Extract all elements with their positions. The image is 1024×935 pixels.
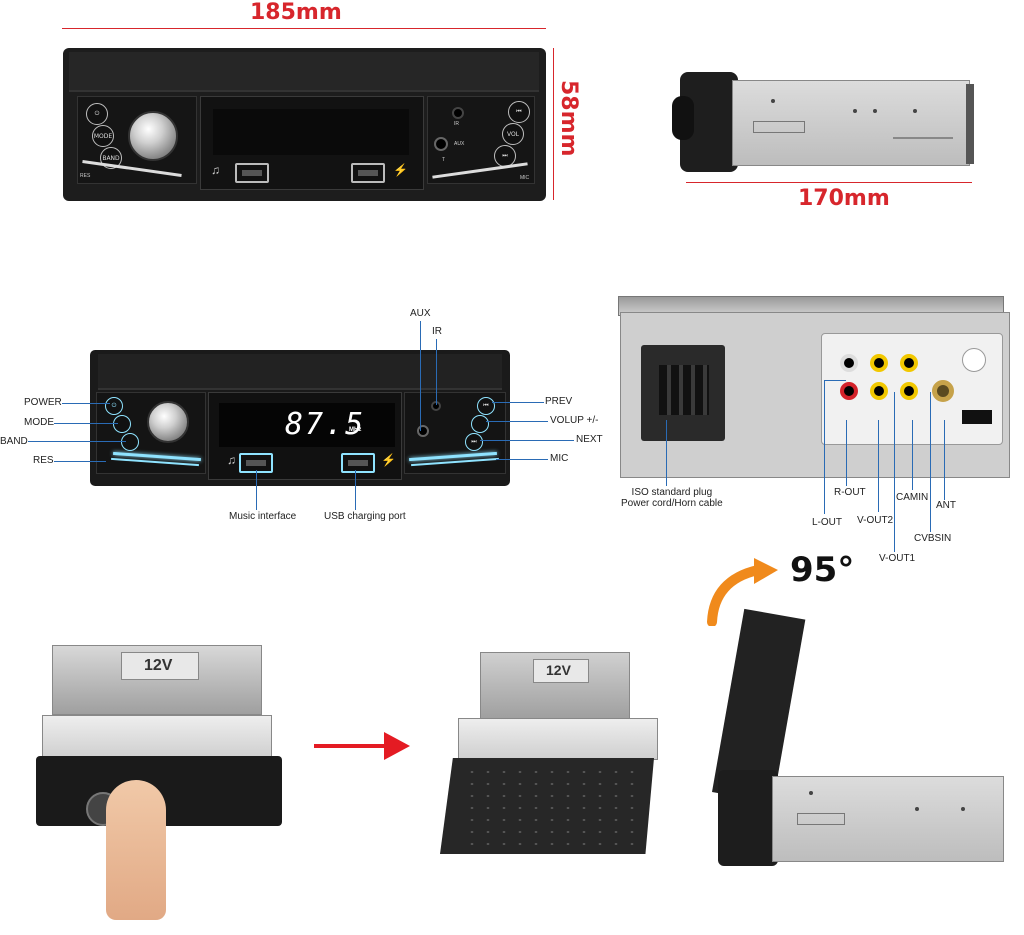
height-dimension: 58mm: [556, 80, 581, 157]
flip-screen-strip: [69, 52, 539, 92]
side-knob: [672, 96, 694, 140]
height-dimension-line: [553, 48, 554, 200]
depth-dimension: 170mm: [798, 186, 890, 211]
right-arrow-icon: [314, 732, 410, 760]
side-chassis-flipped: [772, 776, 1004, 862]
t-label: T: [442, 157, 446, 163]
callout-prev: PREV: [545, 396, 573, 407]
mode-button[interactable]: MODE: [92, 125, 114, 147]
iso-connector: [641, 345, 725, 441]
band-button-lit[interactable]: [121, 433, 139, 451]
callout-music-interface: Music interface: [229, 511, 297, 522]
usb-port-music[interactable]: [235, 163, 269, 183]
rear-panel: [620, 312, 1010, 478]
callout-power: POWER: [24, 397, 62, 408]
callout-ir: IR: [432, 326, 442, 337]
center-panel: ♫ ⚡: [200, 96, 424, 190]
power-icon-lit[interactable]: ⏻: [105, 397, 123, 415]
r-out-jack[interactable]: [840, 382, 858, 400]
music-note-icon: ♫: [227, 453, 236, 467]
callout-camin: CAMIN: [896, 492, 929, 503]
callout-mic: MIC: [550, 453, 569, 464]
callout-res: RES: [33, 455, 54, 466]
chassis-front-opening: [458, 718, 658, 760]
callout-iso: ISO standard plug Power cord/Horn cable: [621, 487, 723, 509]
callout-cvbsin: CVBSIN: [914, 533, 952, 544]
callout-r-out: R-OUT: [834, 487, 866, 498]
v-out2-jack[interactable]: [870, 354, 888, 372]
callout-band: BAND: [0, 436, 28, 447]
right-control-panel: IR AUX T ⏮ VOL ⏭ MIC: [427, 96, 535, 184]
depth-dimension-line: [686, 182, 972, 183]
usb-port-charging[interactable]: [351, 163, 385, 183]
width-dimension-line: [62, 28, 546, 29]
lcd-display: 87.5 MHz: [219, 403, 395, 447]
mode-button-lit[interactable]: [113, 415, 131, 433]
left-control-panel-lit: ⏻: [96, 392, 206, 474]
callout-v-out1: V-OUT1: [879, 553, 916, 564]
res-label: RES: [80, 173, 91, 179]
mic-label: MIC: [520, 175, 530, 181]
width-dimension: 185mm: [250, 0, 342, 25]
l-out-jack[interactable]: [840, 354, 858, 372]
frequency-readout: 87.5: [285, 407, 366, 442]
callout-mode: MODE: [24, 417, 54, 428]
faceplate-opening: [440, 758, 654, 854]
camin-jack[interactable]: [900, 382, 918, 400]
left-control-panel: ⏻ MODE BAND RES: [77, 96, 197, 184]
vol-button-lit[interactable]: [471, 415, 489, 433]
frequency-unit: MHz: [349, 427, 362, 433]
aux-jack-lit[interactable]: [417, 425, 429, 437]
prev-icon[interactable]: ⏮: [508, 101, 530, 123]
chassis-top-opening: 12V: [480, 652, 630, 720]
vol-button[interactable]: VOL: [502, 123, 524, 145]
callout-v-out2: V-OUT2: [857, 515, 894, 526]
ir-sensor: [452, 107, 464, 119]
volume-knob-lit[interactable]: [147, 401, 189, 443]
callout-usb-charging: USB charging port: [324, 511, 406, 522]
side-faceplate: [672, 72, 738, 172]
callout-aux: AUX: [410, 308, 431, 319]
flip-angle: 95°: [790, 550, 855, 590]
led-strip-left: [82, 160, 182, 177]
side-metal-chassis: [732, 80, 970, 166]
callout-next: NEXT: [576, 434, 603, 445]
radio-front-panel-top: ⏻ MODE BAND RES ♫ ⚡ IR AUX T ⏮ VOL ⏭ MIC: [63, 48, 546, 201]
chassis-front-closed: [42, 715, 272, 759]
cvbsin-jack[interactable]: [900, 354, 918, 372]
usb-port-charging-lit[interactable]: [341, 453, 375, 473]
chassis-top-closed: 12V: [52, 645, 262, 715]
antenna-jack[interactable]: [932, 380, 954, 402]
right-control-panel-lit: ⏮ ⏭: [404, 392, 506, 474]
callout-ant: ANT: [936, 500, 956, 511]
callout-l-out: L-OUT: [812, 517, 842, 528]
callout-volup: VOLUP +/-: [550, 415, 599, 426]
curved-arrow-icon: [707, 558, 778, 626]
lightning-icon: ⚡: [381, 453, 396, 467]
side-faceplate-base: [718, 770, 778, 866]
music-note-icon: ♫: [211, 163, 220, 177]
warning-sticker: [962, 348, 986, 372]
radio-front-panel-lit: ⏻ 87.5 MHz ♫ ⚡ ⏮ ⏭: [90, 350, 510, 486]
lcd-display-off: [213, 109, 409, 155]
power-icon[interactable]: ⏻: [86, 103, 108, 125]
led-strip-right: [432, 162, 528, 179]
aux-label: AUX: [454, 141, 465, 147]
volume-knob[interactable]: [128, 111, 178, 161]
v-out1-jack[interactable]: [870, 382, 888, 400]
aux-jack[interactable]: [434, 137, 448, 151]
lightning-icon: ⚡: [393, 163, 408, 177]
hand-finger: [106, 780, 166, 920]
label-sticker: 12V: [121, 652, 199, 680]
center-panel-lit: 87.5 MHz ♫ ⚡: [208, 392, 402, 480]
ir-label: IR: [454, 121, 459, 127]
next-icon-lit[interactable]: ⏭: [465, 433, 483, 451]
prev-icon-lit[interactable]: ⏮: [477, 397, 495, 415]
